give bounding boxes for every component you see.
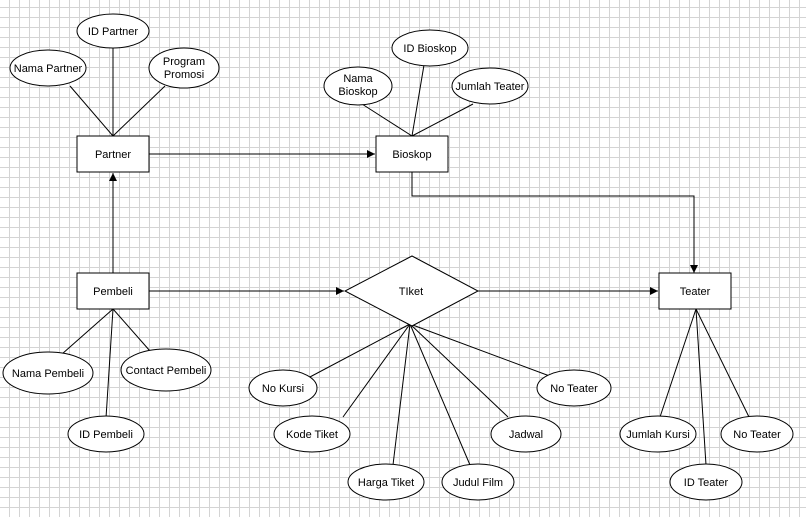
entity-partner: Partner: [76, 135, 150, 173]
arrow-bioskop-teater: [411, 172, 698, 273]
attr-jumlah-teater: Jumlah Teater: [451, 67, 529, 105]
attr-program-promosi: Program Promosi: [148, 47, 220, 89]
relationship-tiket: TIket: [343, 255, 480, 327]
entity-pembeli-label: Pembeli: [93, 286, 133, 298]
attr-jumlah-kursi-label: Jumlah Kursi: [626, 429, 690, 441]
relationship-tiket-label: TIket: [399, 286, 423, 298]
attr-id-bioskop-label: ID Bioskop: [403, 43, 456, 55]
connector-tiket-jadwal: [409, 323, 509, 418]
connector-tiket-judul: [409, 323, 471, 466]
connector-pembeli-contact: [112, 308, 151, 352]
attr-nama-partner: Nama Partner: [9, 49, 87, 87]
attr-id-teater: ID Teater: [669, 463, 743, 501]
attr-nama-pembeli-label: Nama Pembeli: [12, 368, 84, 380]
connector-teater-noteater: [695, 308, 750, 418]
attr-jadwal: Jadwal: [490, 415, 562, 453]
connector-partner-program: [112, 85, 166, 137]
attr-id-pembeli: ID Pembeli: [67, 415, 145, 453]
attr-judul-film-label: Judul Film: [453, 477, 503, 489]
attr-no-teater-label: No Teater: [733, 429, 781, 441]
connector-teater-id: [695, 308, 707, 466]
attr-harga-tiket: Harga Tiket: [347, 463, 425, 501]
connector-pembeli-id: [105, 308, 114, 419]
attr-nama-pembeli: Nama Pembeli: [2, 351, 94, 395]
entity-bioskop-label: Bioskop: [392, 149, 431, 161]
attr-no-teater-tiket: No Teater: [536, 369, 612, 407]
attr-harga-tiket-label: Harga Tiket: [358, 477, 414, 489]
entity-partner-label: Partner: [95, 149, 131, 161]
attr-nama-bioskop-line1: Nama: [343, 73, 373, 85]
attr-no-teater-tiket-label: No Teater: [550, 383, 598, 395]
connector-bioskop-id: [411, 64, 425, 137]
attr-contact-pembeli: Contact Pembeli: [120, 348, 212, 392]
attr-program-label-line2: Promosi: [164, 69, 204, 81]
attr-jumlah-kursi: Jumlah Kursi: [619, 415, 697, 453]
attr-contact-pembeli-label: Contact Pembeli: [126, 365, 207, 377]
attr-no-kursi: No Kursi: [248, 369, 318, 407]
entity-bioskop: Bioskop: [375, 135, 449, 173]
entity-pembeli: Pembeli: [76, 272, 150, 310]
connector-tiket-harga: [392, 323, 411, 466]
attr-judul-film: Judul Film: [441, 463, 515, 501]
entity-teater-label: Teater: [680, 286, 711, 298]
connector-tiket-nokursi: [307, 323, 411, 379]
attr-kode-tiket: Kode Tiket: [273, 415, 351, 453]
attr-no-kursi-label: No Kursi: [262, 383, 304, 395]
attr-id-bioskop: ID Bioskop: [391, 29, 469, 67]
relationship-arrows: [109, 150, 698, 295]
attr-nama-bioskop: Nama Bioskop: [323, 66, 393, 106]
entity-teater: Teater: [658, 272, 732, 310]
attr-id-partner-label: ID Partner: [88, 26, 138, 38]
attr-id-teater-label: ID Teater: [684, 477, 729, 489]
connector-teater-jumlahkursi: [659, 308, 697, 418]
attr-jumlah-teater-label: Jumlah Teater: [456, 81, 525, 93]
attr-id-pembeli-label: ID Pembeli: [79, 429, 133, 441]
attr-nama-partner-label: Nama Partner: [14, 63, 83, 75]
attribute-connectors: [61, 48, 750, 466]
attr-program-label-line1: Program: [163, 56, 205, 68]
connector-pembeli-nama: [61, 308, 114, 355]
attr-nama-bioskop-line2: Bioskop: [338, 86, 377, 98]
attr-kode-tiket-label: Kode Tiket: [286, 429, 338, 441]
attr-jadwal-label: Jadwal: [509, 429, 543, 441]
connector-tiket-noteater: [409, 323, 556, 379]
attr-no-teater: No Teater: [720, 415, 794, 453]
attr-id-partner: ID Partner: [76, 13, 150, 49]
connector-tiket-kode: [342, 323, 411, 418]
connector-bioskop-nama: [361, 103, 413, 137]
connector-partner-nama: [69, 85, 114, 137]
connector-bioskop-jumlah: [411, 103, 474, 137]
